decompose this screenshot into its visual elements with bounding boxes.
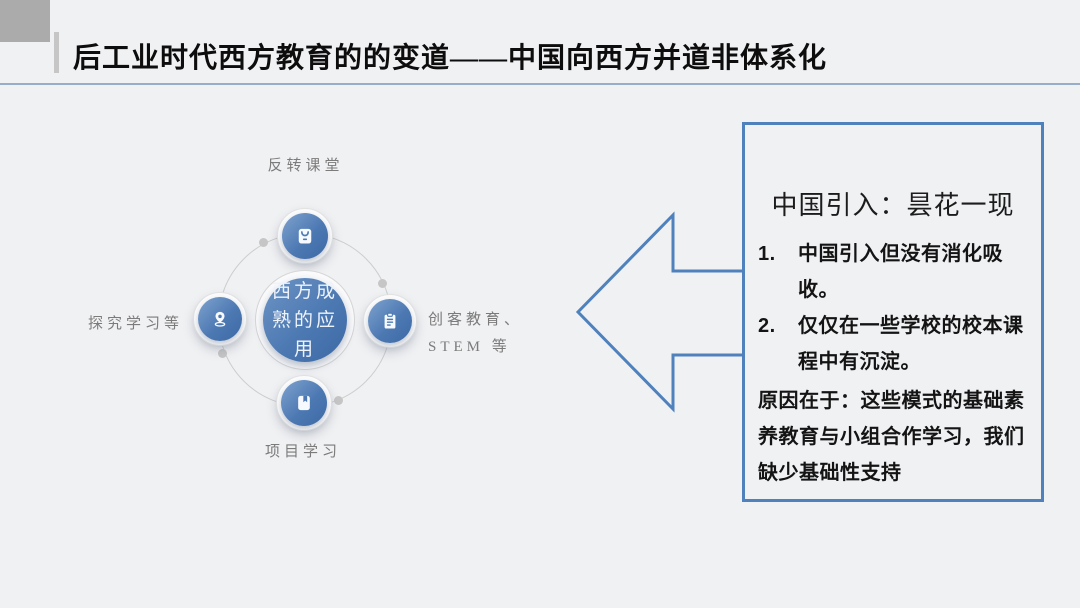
title-decoration-square bbox=[0, 0, 50, 42]
list-item: 1. 中国引入但没有消化吸收。 bbox=[745, 236, 1041, 308]
node-flipped-classroom bbox=[277, 208, 333, 264]
list-item-number: 1. bbox=[758, 243, 776, 265]
title-decoration-bar bbox=[54, 32, 59, 73]
slide-title: 后工业时代西方教育的的变道——中国向西方并道非体系化 bbox=[73, 43, 828, 74]
label-flipped-classroom: 反转课堂 bbox=[267, 158, 344, 174]
orbit-dot bbox=[334, 396, 343, 405]
list-item-number: 2. bbox=[758, 315, 776, 337]
orbit-dot bbox=[218, 349, 227, 358]
left-arrow bbox=[575, 211, 748, 413]
map-pin-icon bbox=[198, 297, 242, 341]
list-item: 2. 仅仅在一些学校的校本课程中有沉淀。 bbox=[745, 308, 1041, 380]
center-label: 西方成熟的应用 bbox=[272, 280, 339, 360]
node-inquiry-learning bbox=[193, 292, 247, 346]
callout-reason: 原因在于：这些模式的基础素养教育与小组合作学习，我们缺少基础性支持 bbox=[758, 390, 1025, 484]
bookmark-icon bbox=[281, 380, 327, 426]
clipboard-icon bbox=[368, 299, 412, 343]
node-maker-education bbox=[363, 294, 417, 348]
list-item-text: 仅仅在一些学校的校本课程中有沉淀。 bbox=[798, 315, 1024, 373]
header-divider bbox=[0, 83, 1080, 85]
bag-icon bbox=[282, 213, 328, 259]
label-inquiry-learning: 探究学习等 bbox=[88, 316, 184, 332]
callout-box: 中国引入：昙花一现 1. 中国引入但没有消化吸收。 2. 仅仅在一些学校的校本课… bbox=[742, 122, 1044, 502]
list-item-text: 中国引入但没有消化吸收。 bbox=[798, 243, 1003, 301]
callout-heading: 中国引入：昙花一现 bbox=[771, 191, 1015, 220]
callout-list: 1. 中国引入但没有消化吸收。 2. 仅仅在一些学校的校本课程中有沉淀。 bbox=[745, 236, 1041, 380]
center-circle: 西方成熟的应用 bbox=[263, 278, 347, 362]
orbit-dot bbox=[378, 279, 387, 288]
label-maker-education: 创客教育、STEM 等 bbox=[428, 312, 524, 355]
node-project-learning bbox=[276, 375, 332, 431]
orbit-dot bbox=[259, 238, 268, 247]
label-project-learning: 项目学习 bbox=[264, 444, 341, 460]
